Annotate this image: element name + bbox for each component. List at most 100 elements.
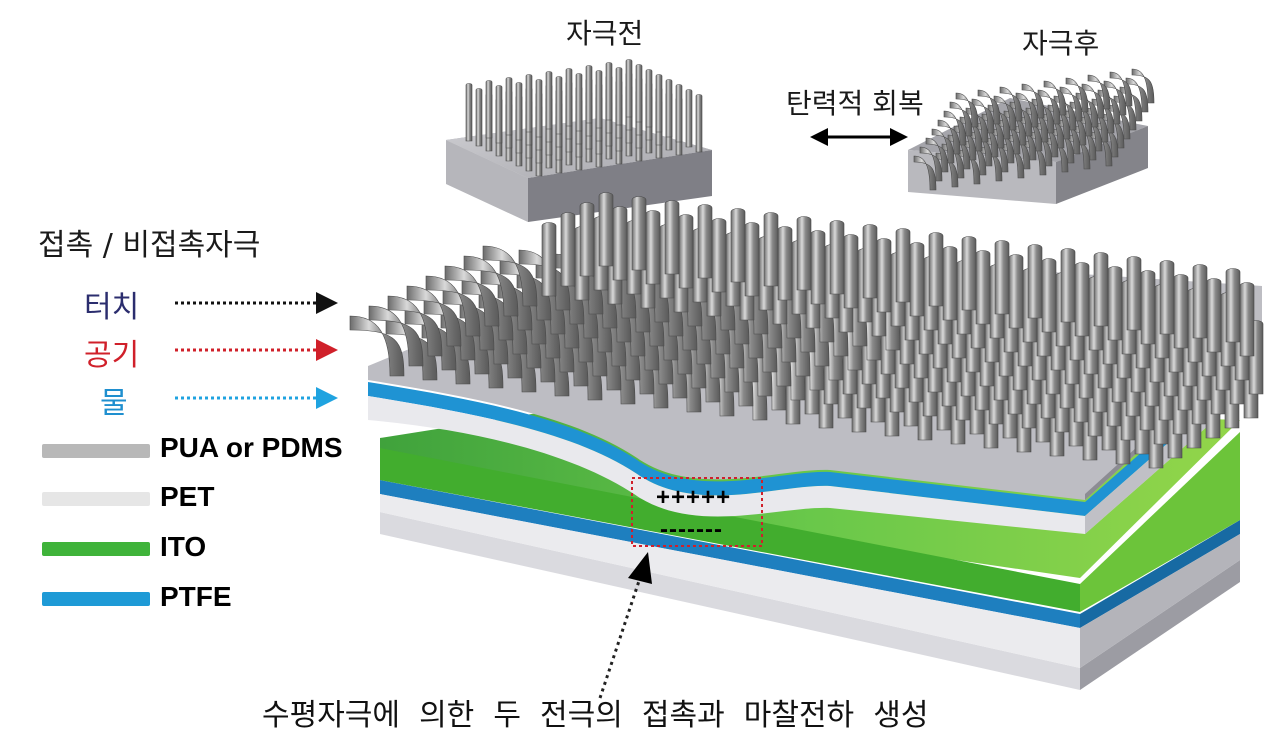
pillar [615,67,623,126]
legend-label-pua: PUA or PDMS [160,432,343,463]
pillar [937,119,961,155]
pillar [730,208,746,283]
elastic-recovery-label: 탄력적 회복 [786,87,924,120]
pillar [545,71,553,130]
pillar [685,89,693,148]
pillar [625,59,633,118]
pillar [777,226,793,301]
pillar [515,82,523,141]
pillar [919,146,943,182]
upper-ptfe-layer [368,348,1260,516]
bottom-base-layer [380,512,1240,690]
bottom-ptfe-layer [380,480,1240,628]
pillar [612,206,628,281]
pillar [1065,77,1089,113]
pillar [1008,254,1024,329]
caption-pointer-arrow [598,552,652,699]
pillar [475,88,483,147]
water-label: 물 [100,386,128,421]
pillar [1087,74,1111,110]
pillar [406,285,462,347]
pillar [1093,252,1109,327]
pillar [505,77,513,136]
pillar [1131,68,1155,104]
pillar [744,222,760,297]
contact-region-box [631,477,763,547]
pillar [465,83,473,142]
pillar [796,216,812,291]
pillar [1206,278,1222,353]
pillar [678,214,694,289]
pillar [595,70,603,129]
pillar [931,128,955,164]
pillar [541,222,557,297]
pillar [535,79,543,138]
after-stimulus-label: 자극후 [1022,27,1100,60]
stimulus-heading: 접촉 / 비접촉자극 [38,228,261,263]
pillar [655,74,663,133]
pillar [665,79,673,138]
pillar [368,305,424,367]
pillar [645,69,653,128]
pillar [895,228,911,303]
water-arrow [175,387,338,409]
pillar [575,73,583,132]
air-label: 공기 [84,338,140,373]
pillar [1239,282,1255,357]
before-stimulus-label: 자극전 [566,17,644,50]
pillar [876,238,892,313]
pillar [711,218,727,293]
pillar [560,212,576,287]
pillar [1159,260,1175,335]
pillars-before [465,59,703,177]
legend-label-ptfe: PTFE [160,581,232,612]
pillar [1043,80,1067,116]
pillar [444,265,500,327]
pillar [664,200,680,275]
pillar [1173,274,1189,349]
pillar [1107,266,1123,341]
pillar [697,204,713,279]
legend-label-pet: PET [160,481,215,512]
pillar [387,295,443,357]
pillar [943,110,967,146]
recovery-double-arrow [810,128,908,146]
pillar [999,86,1023,122]
pillar [977,89,1001,125]
plate-before [446,118,712,222]
pillar [463,255,519,317]
pillar [1109,71,1133,107]
pillar [843,234,859,309]
bottom-pet-layer [380,494,1240,668]
pillar [645,210,661,285]
pillar [829,220,845,295]
pillar [565,68,573,127]
pillar [598,192,614,267]
pillars-main [349,192,1264,469]
pillar [1021,83,1045,119]
pillar [1140,270,1156,345]
positive-charges: +++++ [656,484,732,511]
pillar [525,74,533,133]
pillar [810,230,826,305]
pillar [949,101,973,137]
pillar [555,76,563,135]
negative-charges: ------- [660,516,723,543]
pillar [631,196,647,271]
pillar [349,315,405,377]
pillar [1126,256,1142,331]
pillar [1041,258,1057,333]
legend-swatch-pet [42,492,150,506]
pillar [942,246,958,321]
pillar [675,84,683,143]
touch-label: 터치 [84,290,140,325]
legend-label-ito: ITO [160,531,207,562]
pillar [1192,264,1208,339]
pillar [585,65,593,124]
caption: 수평자극에 의한 두 전극의 접촉과 마찰전하 생성 [262,698,929,733]
pillar [1074,262,1090,337]
air-arrow [175,339,338,361]
pillars-after [913,68,1155,191]
pillar [925,137,949,173]
